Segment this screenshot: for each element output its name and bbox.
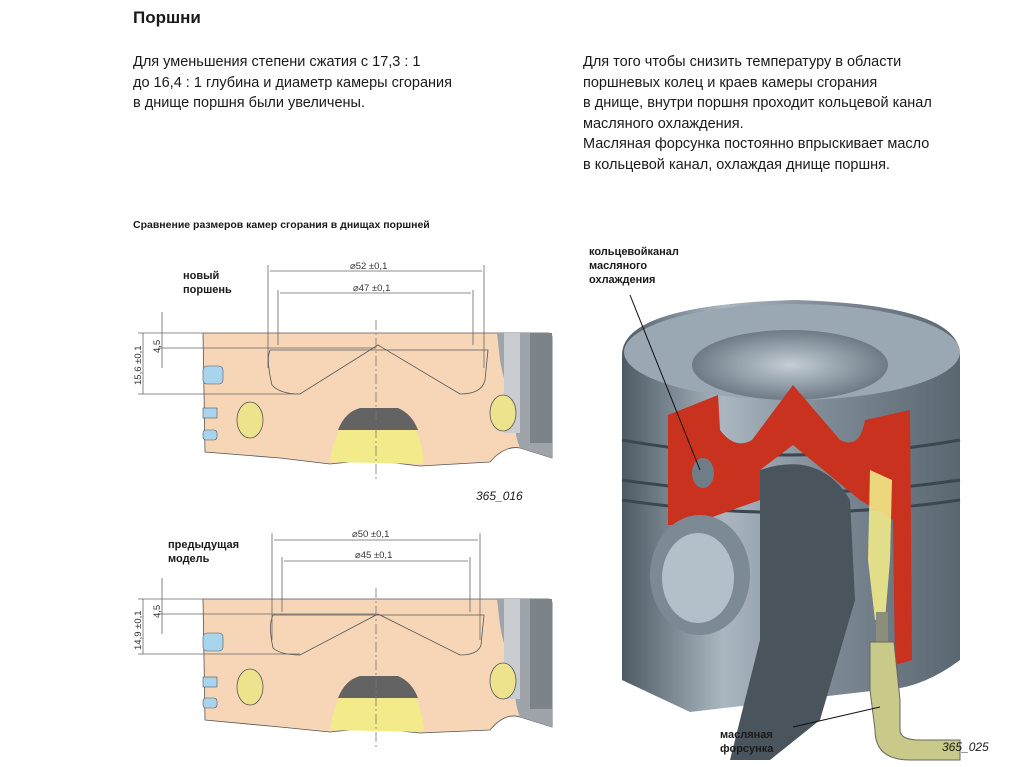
page-title: Поршни <box>133 8 201 27</box>
oil-cooling-channel-label: кольцевойканал масляного охлаждения <box>589 246 679 286</box>
previous-inner-diameter: ⌀45 ±0,1 <box>355 550 392 561</box>
new-outer-diameter: ⌀52 ±0,1 <box>350 261 387 272</box>
intro-paragraph-left: Для уменьшения степени сжатия с 17,3 : 1… <box>133 54 452 111</box>
comparison-title: Сравнение размеров камер сгорания в днищ… <box>133 219 430 231</box>
new-piston-label: новый поршень <box>183 270 232 296</box>
previous-piston-drawing <box>138 533 553 748</box>
previous-model-label: предыдущая модель <box>168 539 240 565</box>
oil-nozzle-label: масляная форсунка <box>720 729 774 755</box>
previous-outer-diameter: ⌀50 ±0,1 <box>352 529 389 540</box>
new-depth-label: 4,5 <box>152 340 163 353</box>
figure-code-365-025: 365_025 <box>942 740 989 754</box>
figure-code-365-016: 365_016 <box>476 489 523 503</box>
new-inner-diameter: ⌀47 ±0,1 <box>353 283 390 294</box>
intro-paragraph-right: Для того чтобы снизить температуру в обл… <box>583 54 932 173</box>
piston-cutaway-illustration <box>621 294 961 761</box>
previous-depth-label: 4,5 <box>152 605 163 618</box>
new-piston-drawing <box>138 265 553 480</box>
new-height-label: 15,6 ±0,1 <box>133 345 144 385</box>
previous-height-label: 14,9 ±0,1 <box>133 610 144 650</box>
